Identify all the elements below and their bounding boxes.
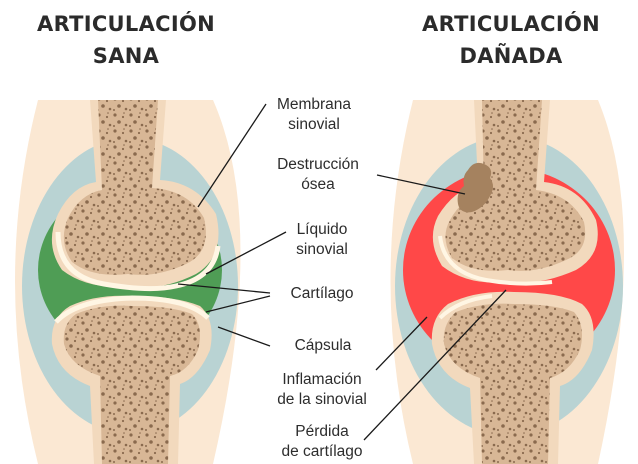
cartilago-text: Cartílago <box>272 284 372 304</box>
liquido-line1: Líquido <box>276 220 368 240</box>
liquido-line2: sinovial <box>276 240 368 260</box>
membrana-line2: sinovial <box>268 115 360 135</box>
label-perdida-cartilago: Pérdida de cartílago <box>262 422 382 462</box>
label-membrana-sinovial: Membrana sinovial <box>268 95 360 135</box>
perdida-line1: Pérdida <box>262 422 382 442</box>
label-destruccion-osea: Destrucción ósea <box>262 155 374 195</box>
label-inflamacion-sinovial: Inflamación de la sinovial <box>262 370 382 410</box>
inflamacion-line1: Inflamación <box>262 370 382 390</box>
membrana-line1: Membrana <box>268 95 360 115</box>
perdida-line2: de cartílago <box>262 442 382 462</box>
destruccion-line2: ósea <box>262 175 374 195</box>
damaged-joint <box>391 100 625 464</box>
destruccion-line1: Destrucción <box>262 155 374 175</box>
label-capsula: Cápsula <box>278 336 368 356</box>
inflamacion-line2: de la sinovial <box>262 390 382 410</box>
healthy-joint <box>15 100 241 464</box>
label-liquido-sinovial: Líquido sinovial <box>276 220 368 260</box>
label-cartilago: Cartílago <box>272 284 372 304</box>
capsula-text: Cápsula <box>278 336 368 356</box>
